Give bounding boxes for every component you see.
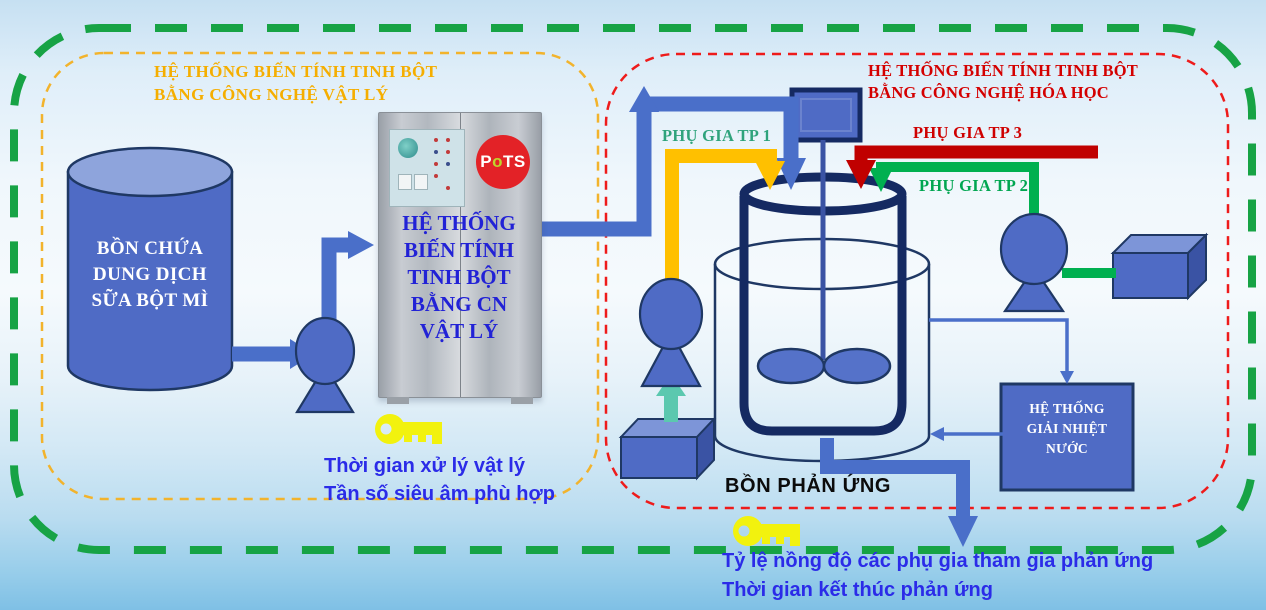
key-icon-physical bbox=[375, 414, 442, 444]
cabinet-label-line5: VẬT LÝ bbox=[419, 319, 499, 343]
panel-led bbox=[446, 150, 450, 154]
panel-led bbox=[434, 162, 438, 166]
cabinet-label: HỆ THỐNG BIẾN TÍNH TINH BỘT BẰNG CN VẬT … bbox=[378, 210, 540, 345]
storage-tank-label-line2: DUNG DỊCH bbox=[93, 264, 207, 285]
additive2-container-box bbox=[1110, 232, 1209, 301]
storage-tank-label-line1: BỒN CHỨA bbox=[96, 238, 204, 259]
agitator-paddle-right bbox=[822, 347, 892, 385]
panel-led bbox=[446, 138, 450, 142]
cooling-label-line3: NƯỚC bbox=[1046, 441, 1088, 456]
process-pipes-blue bbox=[232, 96, 799, 362]
chemical-title-line1: HỆ THỐNG BIẾN TÍNH TINH BỘT bbox=[868, 61, 1138, 80]
pump-additive1 bbox=[638, 277, 704, 388]
panel-led bbox=[446, 162, 450, 166]
panel-led bbox=[434, 150, 438, 154]
cabinet-label-line2: BIẾN TÍNH bbox=[404, 238, 514, 262]
logo-letters-ts: TS bbox=[503, 152, 526, 171]
feed-to-reactor-arrowhead bbox=[776, 158, 806, 190]
reactor-label: BỒN PHẢN ỨNG bbox=[725, 475, 892, 497]
cabinet-label-line4: BẰNG CN bbox=[410, 292, 508, 316]
chemical-title-line2: BẰNG CÔNG NGHỆ HÓA HỌC bbox=[868, 83, 1109, 102]
cooling-in-arrowhead bbox=[1060, 371, 1074, 384]
physical-title-line1: HỆ THỐNG BIẾN TÍNH TINH BỘT bbox=[154, 62, 438, 81]
cooling-label-line2: GIẢI NHIỆT bbox=[1026, 421, 1108, 436]
logo-letter-p: P bbox=[480, 152, 493, 171]
cabinet-foot bbox=[387, 397, 409, 404]
cabinet-door-split bbox=[460, 113, 461, 397]
cooling-box-label: HỆ THỐNG GIẢI NHIỆT NƯỚC bbox=[1001, 399, 1133, 459]
additive-tp1-label: PHỤ GIA TP 1 bbox=[662, 126, 772, 145]
reactor-outlet-pipe bbox=[820, 438, 970, 518]
chemical-key-note: Tỷ lệ nồng độ các phụ gia tham gia phản … bbox=[722, 547, 1153, 605]
cooling-loop-pipes bbox=[929, 318, 1069, 436]
agitator-motor bbox=[789, 87, 863, 143]
cabinet-foot bbox=[511, 397, 533, 404]
storage-tank-shape bbox=[66, 146, 234, 392]
panel-button bbox=[398, 174, 412, 190]
riser-up-arrowhead bbox=[629, 86, 659, 112]
panel-led bbox=[434, 174, 438, 178]
chemical-system-title: HỆ THỐNG BIẾN TÍNH TINH BỘT BẰNG CÔNG NG… bbox=[868, 60, 1138, 104]
additive-tp2-label: PHỤ GIA TP 2 bbox=[919, 176, 1029, 195]
additive3-pipe bbox=[854, 145, 1098, 162]
physical-key-note-line2: Tần số siêu âm phù hợp bbox=[324, 483, 555, 505]
cabinet-label-line1: HỆ THỐNG bbox=[402, 211, 516, 235]
panel-led bbox=[434, 138, 438, 142]
cabinet-label-line3: TINH BỘT bbox=[407, 265, 511, 289]
cooling-return-arrowhead bbox=[930, 427, 944, 441]
pump-physical bbox=[294, 316, 356, 414]
physical-system-dashed-border bbox=[40, 51, 600, 501]
agitator-paddle-left bbox=[756, 347, 826, 385]
cooling-label-line1: HỆ THỐNG bbox=[1029, 401, 1105, 416]
additive1-pipe bbox=[665, 149, 777, 292]
additive2-arrowhead bbox=[869, 168, 893, 192]
panel-button bbox=[414, 174, 428, 190]
chemical-key-note-line2: Thời gian kết thúc phản ứng bbox=[722, 579, 993, 601]
panel-led bbox=[446, 186, 450, 190]
cabinet-control-panel bbox=[389, 129, 465, 207]
physical-title-line2: BẰNG CÔNG NGHỆ VẬT LÝ bbox=[154, 85, 389, 104]
chemical-key-note-line1: Tỷ lệ nồng độ các phụ gia tham gia phản … bbox=[722, 550, 1154, 572]
key-icons bbox=[375, 414, 800, 546]
reactor-shape bbox=[713, 87, 931, 463]
key-icon-chemical bbox=[733, 516, 800, 546]
reactor-outlet-arrowhead bbox=[948, 516, 978, 547]
outer-green-dashed-border bbox=[10, 24, 1256, 554]
additive3-arrowhead bbox=[846, 160, 876, 189]
physical-key-note-line1: Thời gian xử lý vật lý bbox=[324, 455, 525, 477]
logo-letter-o: o bbox=[492, 152, 503, 171]
additive-tp3-label: PHỤ GIA TP 3 bbox=[913, 123, 1023, 142]
storage-tank-label-line3: SỮA BỘT MÌ bbox=[91, 290, 209, 311]
storage-tank-label: BỒN CHỨA DUNG DỊCH SỮA BỘT MÌ bbox=[68, 236, 232, 314]
cooling-box-shape bbox=[999, 382, 1135, 492]
physical-key-note: Thời gian xử lý vật lý Tần số siêu âm ph… bbox=[324, 452, 555, 508]
physical-system-title: HỆ THỐNG BIẾN TÍNH TINH BỘT BẰNG CÔNG NG… bbox=[154, 60, 437, 106]
chemical-system-dashed-border bbox=[604, 52, 1230, 510]
additive1-container-box bbox=[618, 416, 717, 481]
pump-additive2 bbox=[999, 212, 1069, 313]
pump-to-cabinet-arrowhead bbox=[348, 231, 374, 259]
control-screen bbox=[398, 138, 418, 158]
additive1-arrowhead bbox=[755, 161, 785, 190]
